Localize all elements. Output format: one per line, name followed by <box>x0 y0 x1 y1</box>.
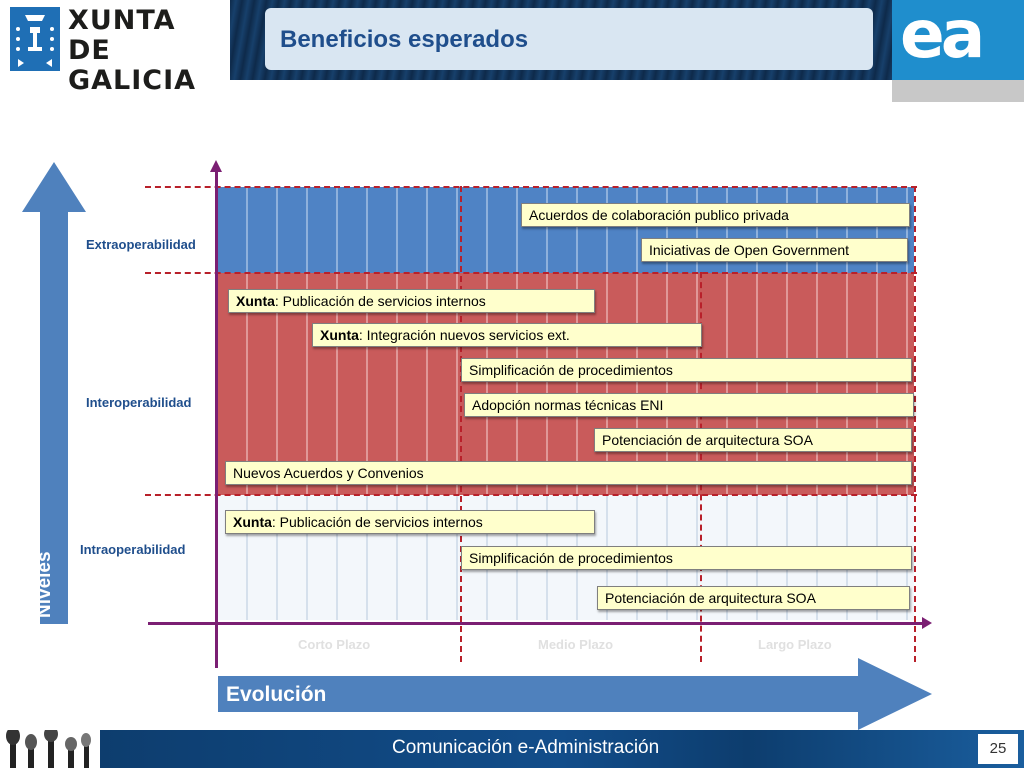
bar-bold-text: Xunta <box>320 327 359 343</box>
bar-open-government: Iniciativas de Open Government <box>641 238 908 262</box>
logo-line2: DE GALICIA <box>68 35 197 96</box>
bar-xunta-publicacion-inter: Xunta: Publicación de servicios internos <box>228 289 595 313</box>
level-divider-top <box>145 186 917 188</box>
level-label-inter: Interoperabilidad <box>86 395 192 410</box>
level-label-intra: Intraoperabilidad <box>80 542 186 557</box>
level-divider-inter-intra <box>145 494 917 496</box>
bar-text: Iniciativas de Open Government <box>649 242 849 258</box>
footer-band <box>100 730 1024 768</box>
bar-text: : Publicación de servicios internos <box>274 293 486 309</box>
bar-simplificacion-intra: Simplificación de procedimientos <box>461 546 912 570</box>
evolution-axis-label: Evolución <box>226 683 327 706</box>
term-divider-medio <box>460 186 462 662</box>
evolution-axis-arrowhead-icon <box>922 617 932 629</box>
level-label-extra: Extraoperabilidad <box>86 237 196 252</box>
slide-header: XUNTA DE GALICIA Beneficios esperados ea <box>0 0 1024 102</box>
bar-text: Adopción normas técnicas ENI <box>472 397 664 413</box>
levels-axis-arrowhead-icon <box>210 160 222 172</box>
bar-text: Simplificación de procedimientos <box>469 550 673 566</box>
evolution-arrow-icon <box>218 658 932 730</box>
bar-nuevos-acuerdos: Nuevos Acuerdos y Convenios <box>225 461 912 485</box>
term-label-medio: Medio Plazo <box>538 637 614 652</box>
microphones-icon <box>0 730 100 768</box>
bar-text: Nuevos Acuerdos y Convenios <box>233 465 424 481</box>
bar-text: Simplificación de procedimientos <box>469 362 673 378</box>
levels-arrow-icon <box>22 162 86 624</box>
ea-logo-text: ea <box>900 0 985 73</box>
bar-text: : Integración nuevos servicios ext. <box>358 327 570 343</box>
bar-xunta-publicacion-intra: Xunta: Publicación de servicios internos <box>225 510 595 534</box>
xunta-wordmark: XUNTA DE GALICIA <box>68 6 230 96</box>
galicia-shield-icon <box>10 7 60 71</box>
bar-text: Potenciación de arquitectura SOA <box>605 590 816 606</box>
bar-soa-inter: Potenciación de arquitectura SOA <box>594 428 912 452</box>
term-label-corto: Corto Plazo <box>298 637 371 652</box>
bar-text: : Publicación de servicios internos <box>271 514 483 530</box>
bar-simplificacion-inter: Simplificación de procedimientos <box>461 358 912 382</box>
bar-acuerdos-colaboracion: Acuerdos de colaboración publico privada <box>521 203 910 227</box>
bar-text: Acuerdos de colaboración publico privada <box>529 207 789 223</box>
slide-footer: Comunicación e-Administración 25 <box>0 730 1024 768</box>
logo-line1: XUNTA <box>68 5 176 36</box>
levels-axis-label: Niveles <box>34 551 55 618</box>
xunta-logo: XUNTA DE GALICIA <box>0 0 230 96</box>
level-divider-extra-inter <box>145 272 917 274</box>
footer-text: Comunicación e-Administración <box>392 737 660 758</box>
ea-logo <box>892 0 1024 102</box>
term-label-largo: Largo Plazo <box>758 637 832 652</box>
bar-text: Potenciación de arquitectura SOA <box>602 432 813 448</box>
page-number: 25 <box>989 740 1007 757</box>
term-divider-end <box>914 186 916 662</box>
bar-bold-text: Xunta <box>236 293 275 309</box>
bar-normas-eni: Adopción normas técnicas ENI <box>464 393 914 417</box>
ea-logo-background <box>892 0 1024 80</box>
page-title: Beneficios esperados <box>280 26 529 53</box>
title-box <box>265 8 873 70</box>
bar-xunta-integracion: Xunta: Integración nuevos servicios ext. <box>312 323 702 347</box>
evolution-axis-line <box>148 622 928 625</box>
bar-soa-intra: Potenciación de arquitectura SOA <box>597 586 910 610</box>
page-number-box: 25 <box>978 734 1018 764</box>
levels-axis-line <box>215 170 218 668</box>
bar-bold-text: Xunta <box>233 514 272 530</box>
